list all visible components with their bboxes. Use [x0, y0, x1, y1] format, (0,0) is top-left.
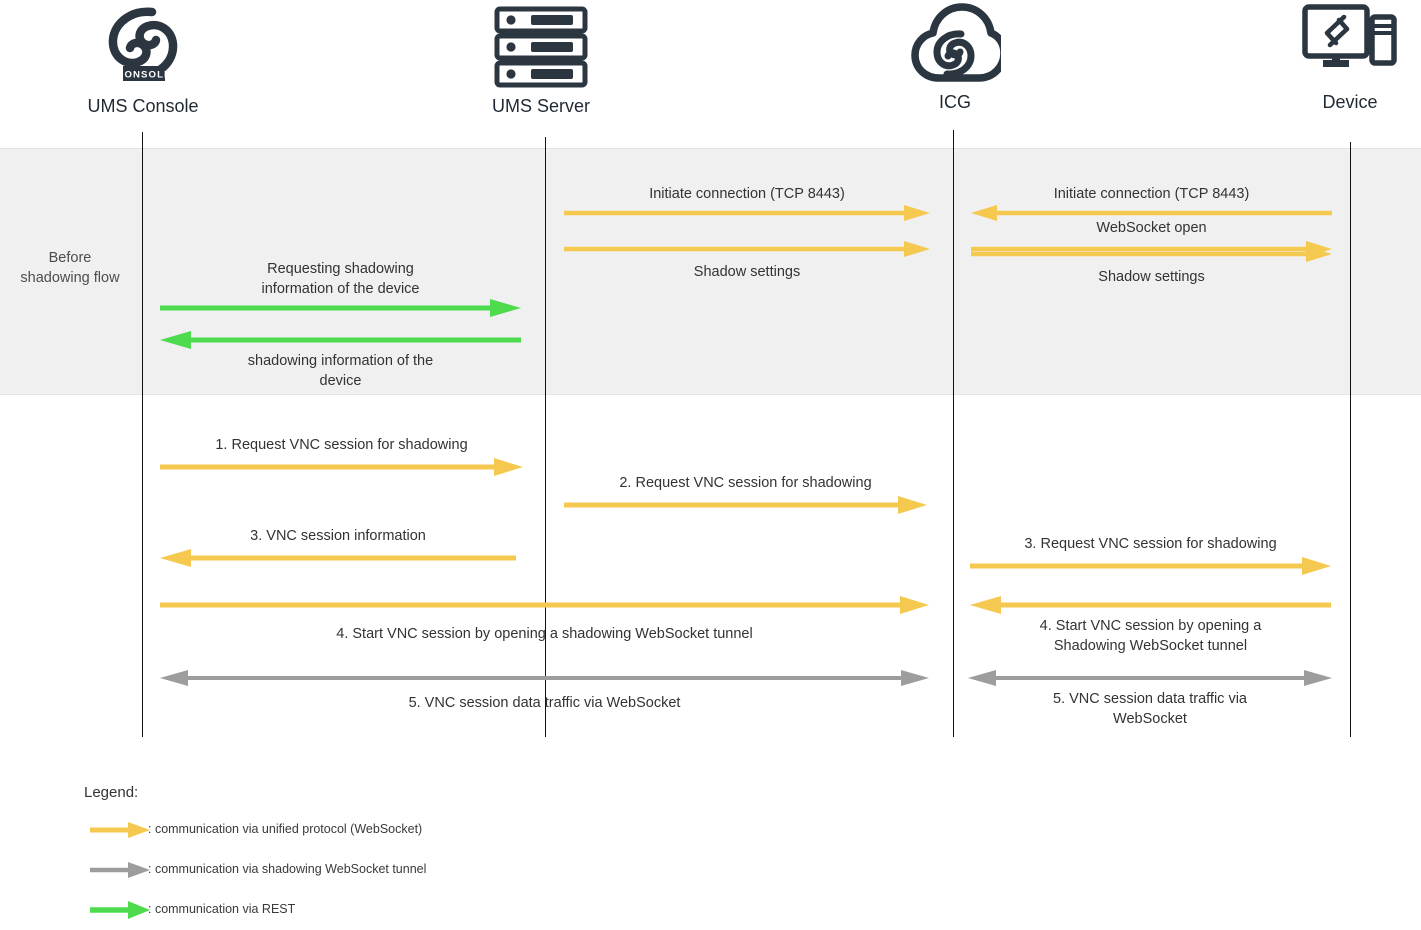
message-label-m3: WebSocket open	[1096, 220, 1207, 236]
message-m11: 3. Request VNC session for shadowing	[970, 534, 1331, 576]
legend-arrow-gray-icon	[88, 860, 156, 880]
legend-label-unified-protocol: : communication via unified protocol (We…	[148, 822, 423, 836]
message-label-m11: 3. Request VNC session for shadowing	[1024, 536, 1277, 552]
actor-label-device: Device	[1322, 92, 1378, 112]
server-rack-icon	[431, 4, 651, 96]
arrow-right-yellow	[160, 458, 523, 476]
message-label-m15: 5. VNC session data traffic via WebSocke…	[1053, 691, 1247, 727]
message-m14: 5. VNC session data traffic via WebSocke…	[160, 669, 929, 723]
arrow-left-yellow	[970, 596, 1331, 614]
message-m12: 4. Start VNC session by opening a shadow…	[160, 596, 929, 658]
arrow-right-yellow	[564, 204, 930, 222]
actor-label-icg: ICG	[938, 92, 971, 112]
message-label-m13: 4. Start VNC session by opening a Shadow…	[1039, 618, 1262, 654]
message-label-m14: 5. VNC session data traffic via WebSocke…	[408, 695, 681, 711]
message-m4: Shadow settings	[564, 240, 930, 284]
message-label-m12: 4. Start VNC session by opening a shadow…	[336, 626, 753, 642]
legend-label-rest: : communication via REST	[148, 902, 296, 916]
message-m7: shadowing information of the device	[160, 331, 521, 393]
lifeline-ums-server	[545, 137, 546, 737]
phase-label: Before shadowing flow	[20, 250, 120, 286]
legend-title: Legend:	[84, 784, 139, 801]
message-m15: 5. VNC session data traffic via WebSocke…	[968, 669, 1332, 731]
arrow-left-yellow	[971, 204, 1332, 222]
arrow-bidirectional-gray	[968, 669, 1332, 687]
message-label-m7: shadowing information of the device	[247, 353, 434, 389]
message-label-m6: Requesting shadowing information of the …	[261, 261, 420, 297]
desktop-device-icon	[1240, 0, 1421, 92]
ums-console-logo-icon: CONSOLE	[33, 4, 253, 96]
arrow-right-yellow	[160, 596, 929, 614]
legend-arrow-yellow-icon	[88, 820, 156, 840]
legend-arrow-green-icon	[88, 900, 156, 920]
legend-label-shadowing-tunnel: : communication via shadowing WebSocket …	[148, 862, 427, 876]
message-m2: Initiate connection (TCP 8443)	[971, 184, 1332, 222]
before-shadowing-phase-band	[0, 148, 1421, 395]
arrow-bidirectional-gray	[160, 669, 929, 687]
message-label-m2: Initiate connection (TCP 8443)	[1053, 186, 1250, 202]
message-m10: 3. VNC session information	[160, 526, 516, 568]
message-m8: 1. Request VNC session for shadowing	[160, 435, 523, 477]
message-label-m8: 1. Request VNC session for shadowing	[215, 437, 468, 453]
message-m13: 4. Start VNC session by opening a Shadow…	[970, 596, 1331, 662]
svg-text:CONSOLE: CONSOLE	[116, 70, 171, 81]
message-m5: Shadow settings	[971, 245, 1332, 289]
actor-label-ums-console: UMS Console	[87, 96, 199, 116]
arrow-right-yellow	[970, 557, 1331, 575]
message-m1: Initiate connection (TCP 8443)	[564, 184, 930, 222]
lifeline-ums-console	[142, 132, 143, 737]
actor-label-ums-server: UMS Server	[491, 96, 590, 116]
arrow-right-yellow	[564, 240, 930, 258]
arrow-right-green	[160, 299, 521, 317]
message-m6: Requesting shadowing information of the …	[160, 259, 521, 319]
arrow-left-yellow	[160, 549, 516, 567]
actor-ums-server: UMS Server	[431, 4, 651, 117]
message-label-m9: 2. Request VNC session for shadowing	[619, 475, 872, 491]
lifeline-icg	[953, 130, 954, 737]
actor-device: Device	[1240, 0, 1421, 113]
cloud-gateway-icon	[845, 0, 1065, 92]
arrow-right-yellow	[564, 496, 927, 514]
actor-ums-console: CONSOLE UMS Console	[33, 4, 253, 117]
arrow-left-green	[160, 331, 521, 349]
message-label-m4: Shadow settings	[693, 264, 801, 280]
message-label-m5: Shadow settings	[1098, 269, 1205, 285]
message-label-m1: Initiate connection (TCP 8443)	[649, 186, 845, 202]
arrow-right-yellow	[971, 245, 1332, 263]
message-m9: 2. Request VNC session for shadowing	[564, 473, 927, 515]
message-label-m10: 3. VNC session information	[250, 528, 426, 544]
actor-icg: ICG	[845, 0, 1065, 113]
lifeline-device	[1350, 142, 1351, 737]
